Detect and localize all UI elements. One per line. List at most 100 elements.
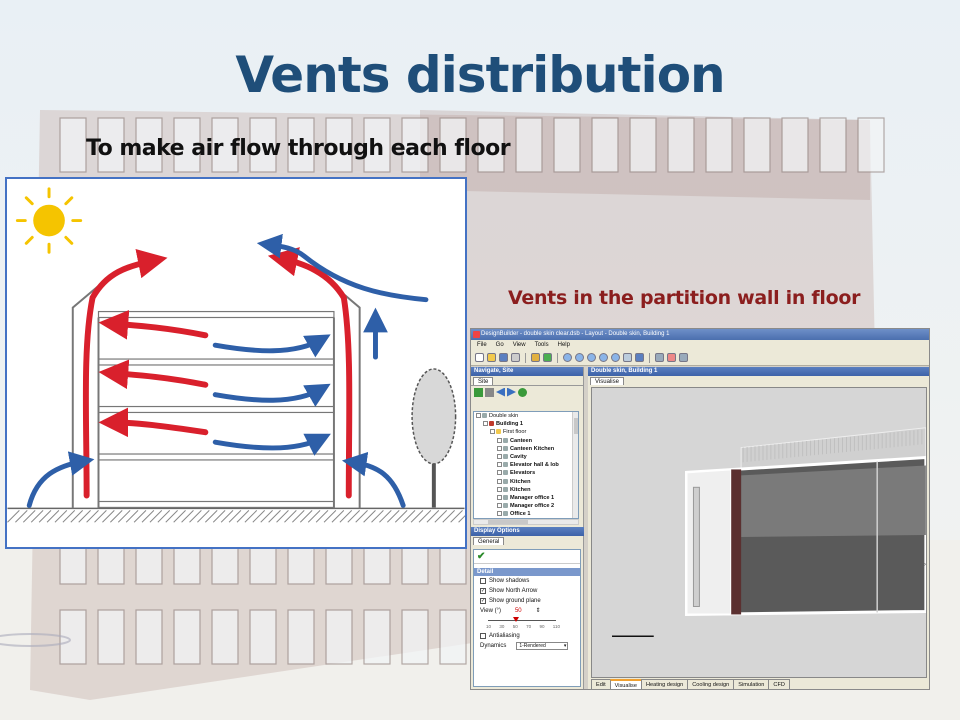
tab-visualise-bottom[interactable]: Visualise xyxy=(609,679,642,689)
expand-toggle-icon[interactable] xyxy=(497,494,502,500)
open-folder-icon[interactable] xyxy=(487,353,496,362)
menu-tools[interactable]: Tools xyxy=(534,342,549,348)
floor-slab xyxy=(97,500,335,509)
zoom-extents-icon[interactable] xyxy=(611,353,620,362)
save-icon[interactable] xyxy=(499,353,508,362)
expand-toggle-icon[interactable] xyxy=(497,470,502,476)
dynamics-label: Dynamics xyxy=(480,643,507,649)
view-3d-icon[interactable] xyxy=(655,353,664,362)
background-window xyxy=(515,117,543,173)
tab-edit[interactable]: Edit xyxy=(591,679,611,689)
option-show-shadows[interactable]: Show shadows xyxy=(474,576,580,586)
dynamics-select[interactable]: 1-Rendered ▾ xyxy=(516,642,569,650)
tab-simulation[interactable]: Simulation xyxy=(733,679,770,689)
option-show-north-arrow[interactable]: ✓ Show North Arrow xyxy=(474,586,580,596)
window-title: DesignBuilder - double skin clear.dsb - … xyxy=(481,331,670,337)
checkbox-show-north-arrow[interactable]: ✓ xyxy=(480,588,486,594)
tab-general[interactable]: General xyxy=(473,537,505,545)
tree-item[interactable]: Elevators xyxy=(474,469,578,477)
display-options-header: Display Options xyxy=(471,527,584,536)
tab-heating-design[interactable]: Heating design xyxy=(640,679,689,689)
tree-item[interactable]: Canteen Kitchen xyxy=(474,445,578,453)
render-icon[interactable] xyxy=(667,353,676,362)
view-angle-spinner-icon[interactable]: ⇕ xyxy=(535,608,541,614)
back-icon[interactable] xyxy=(496,387,505,397)
export-icon[interactable] xyxy=(679,353,688,362)
zone-icon xyxy=(503,453,508,459)
expand-toggle-icon[interactable] xyxy=(497,453,502,459)
print-icon[interactable] xyxy=(511,353,520,362)
tree-item[interactable]: Double skin xyxy=(474,412,578,420)
expand-toggle-icon[interactable] xyxy=(483,421,488,427)
zoom-in-icon[interactable] xyxy=(575,353,584,362)
orbit-icon[interactable] xyxy=(563,353,572,362)
viewport-panel: Double skin, Building 1 Visualise › Edit… xyxy=(588,367,929,689)
background-window xyxy=(629,117,657,173)
expand-toggle-icon[interactable] xyxy=(497,511,502,517)
forward-icon[interactable] xyxy=(507,387,516,397)
tree-item[interactable]: Office 1 xyxy=(474,510,578,518)
zone-icon xyxy=(503,445,508,451)
detail-section-header[interactable]: Detail xyxy=(474,568,580,576)
chevron-right-icon[interactable]: › xyxy=(924,562,926,568)
tree-item[interactable]: Canteen xyxy=(474,437,578,445)
select-arrow-icon[interactable] xyxy=(543,353,552,362)
checkbox-show-ground-plane[interactable]: ✓ xyxy=(480,598,486,604)
expand-toggle-icon[interactable] xyxy=(497,437,502,443)
zone-icon xyxy=(503,486,508,492)
refresh-icon[interactable] xyxy=(518,387,527,397)
rendered-3d-view[interactable] xyxy=(591,387,927,678)
expand-toggle-icon[interactable] xyxy=(497,462,502,468)
enter-icon[interactable] xyxy=(474,387,483,397)
tree-item-label: Office 1 xyxy=(510,511,531,518)
slider-tick-label: 10 xyxy=(486,624,492,629)
tree-item[interactable]: Manager office 2 xyxy=(474,502,578,510)
up-level-icon[interactable] xyxy=(485,387,494,397)
apply-check-icon[interactable]: ✔ xyxy=(477,551,486,562)
key-icon[interactable] xyxy=(531,353,540,362)
window-titlebar: DesignBuilder - double skin clear.dsb - … xyxy=(471,329,929,340)
expand-toggle-icon[interactable] xyxy=(497,503,502,509)
tree-item[interactable]: Manager office 1 xyxy=(474,494,578,502)
checkbox-show-shadows[interactable] xyxy=(480,578,486,584)
tree-item[interactable]: Building 1 xyxy=(474,420,578,428)
tab-cooling-design[interactable]: Cooling design xyxy=(687,679,735,689)
menu-go[interactable]: Go xyxy=(495,342,504,348)
background-window xyxy=(591,117,619,173)
menu-view[interactable]: View xyxy=(512,342,526,348)
tree-item[interactable]: Elevator hall & lob xyxy=(474,461,578,469)
zoom-window-icon[interactable] xyxy=(599,353,608,362)
tree-item[interactable]: Kitchen xyxy=(474,478,578,486)
option-show-ground-plane[interactable]: ✓ Show ground plane xyxy=(474,596,580,606)
expand-toggle-icon[interactable] xyxy=(497,478,502,484)
slider-thumb[interactable] xyxy=(513,617,519,622)
expand-toggle-icon[interactable] xyxy=(497,486,502,492)
view-angle-value[interactable]: 50 xyxy=(514,608,522,614)
floor-slab xyxy=(97,310,335,319)
option-antialiasing[interactable]: Antialiasing xyxy=(474,631,580,641)
menu-file[interactable]: File xyxy=(477,342,487,348)
tab-visualise[interactable]: Visualise xyxy=(590,377,624,385)
tree-item[interactable]: First floor xyxy=(474,428,578,436)
toolbar-separator xyxy=(557,352,558,363)
zone-icon xyxy=(503,462,508,468)
footprint-icon[interactable] xyxy=(635,353,644,362)
expand-toggle-icon[interactable] xyxy=(476,413,481,419)
expand-toggle-icon[interactable] xyxy=(497,445,502,451)
tree-vertical-scrollbar[interactable] xyxy=(572,412,578,518)
zoom-out-icon[interactable] xyxy=(587,353,596,362)
menu-help[interactable]: Help xyxy=(557,342,570,348)
tab-site[interactable]: Site xyxy=(473,377,494,385)
checkbox-antialiasing[interactable] xyxy=(480,633,486,639)
sun-icon xyxy=(15,187,83,254)
tree-item[interactable]: Cavity xyxy=(474,453,578,461)
tree-horizontal-scrollbar[interactable] xyxy=(473,519,579,525)
tree-item-label: Kitchen xyxy=(510,486,531,493)
expand-toggle-icon[interactable] xyxy=(490,429,495,435)
tree-item[interactable]: Kitchen xyxy=(474,486,578,494)
panel-splitter[interactable] xyxy=(584,367,588,689)
new-file-icon[interactable] xyxy=(475,353,484,362)
tab-cfd[interactable]: CFD xyxy=(768,679,790,689)
pan-icon[interactable] xyxy=(623,353,632,362)
